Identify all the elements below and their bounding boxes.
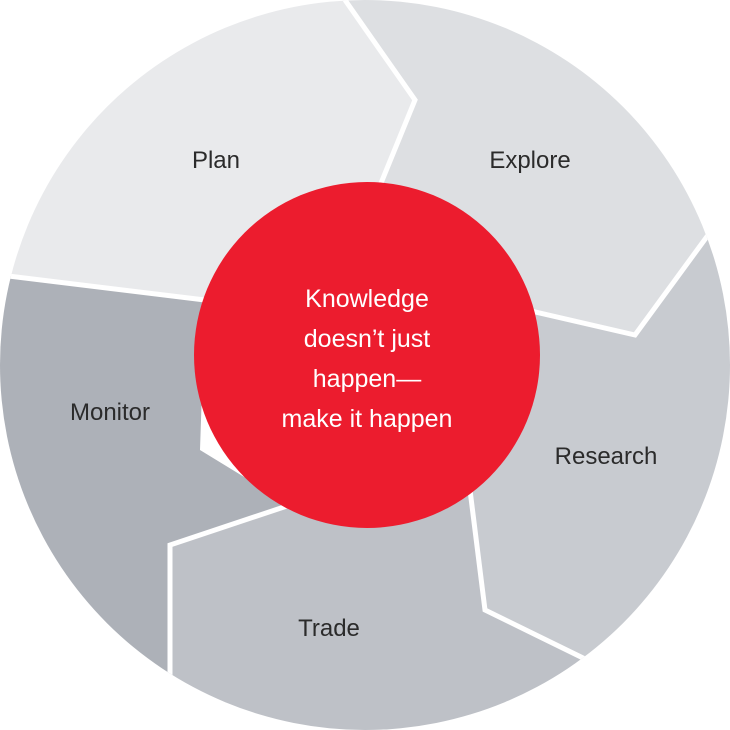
- center-text-line-4: make it happen: [282, 405, 453, 433]
- label-plan: Plan: [192, 147, 240, 174]
- separator-monitor-plan: [0, 272, 206, 303]
- label-explore: Explore: [489, 147, 570, 174]
- center-text-line-3: happen—: [313, 365, 421, 393]
- center-text-line-1: Knowledge: [305, 285, 429, 313]
- label-trade: Trade: [298, 615, 360, 642]
- separator-trade-monitor: [167, 502, 291, 730]
- label-research: Research: [555, 443, 658, 470]
- label-monitor: Monitor: [70, 399, 150, 426]
- center-text-line-2: doesn’t just: [304, 325, 431, 353]
- center-circle: [194, 182, 540, 528]
- separator-explore-research: [504, 203, 730, 338]
- separator-plan-explore: [342, 0, 418, 211]
